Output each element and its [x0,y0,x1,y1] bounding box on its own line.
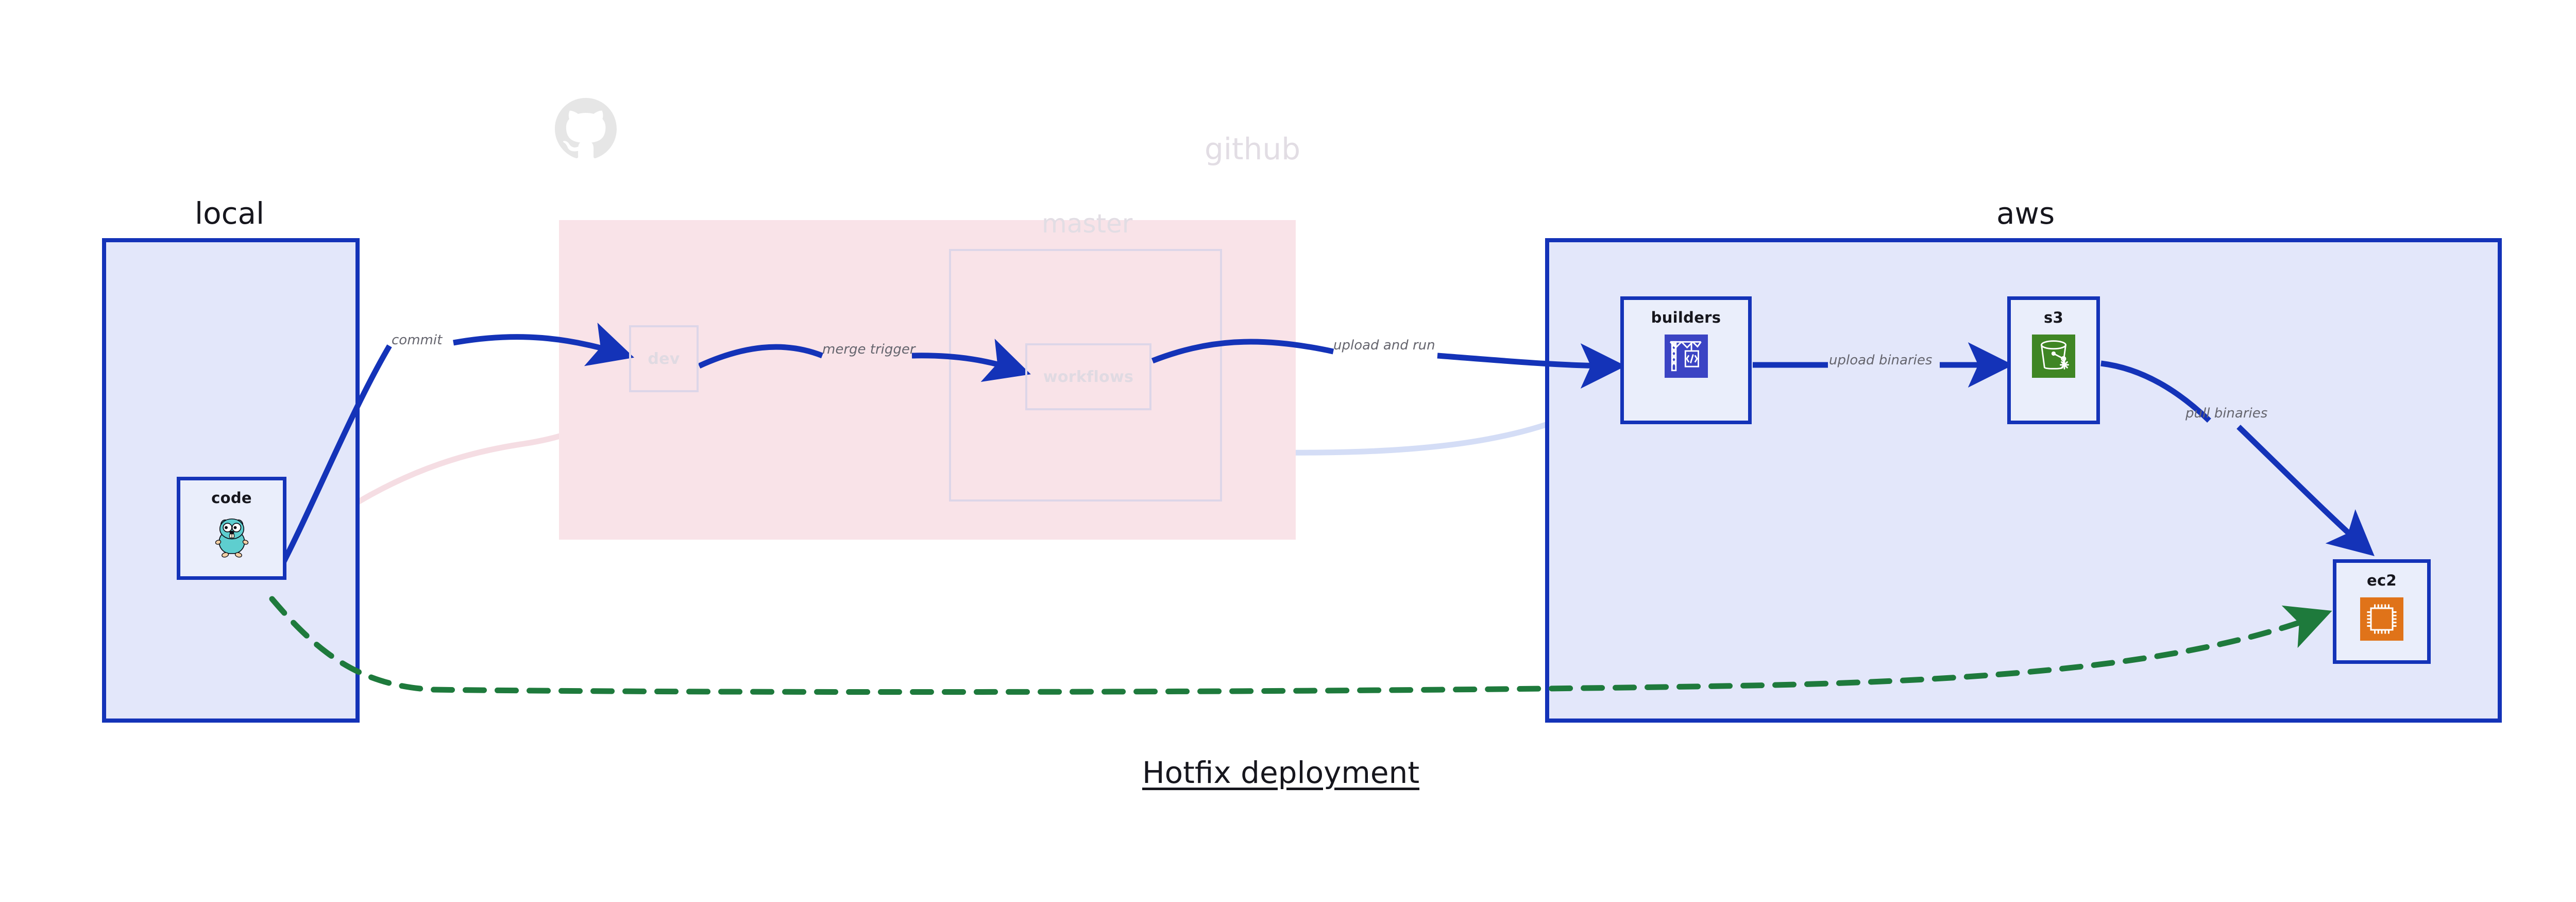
aws-s3-bucket-glacier-icon [2032,335,2075,378]
github-octocat-icon [555,98,617,159]
node-code[interactable]: code [177,477,286,580]
node-s3[interactable]: s3 [2007,296,2100,424]
node-ec2-label: ec2 [2367,572,2397,589]
node-code-label: code [211,489,252,507]
edge-label-merge-trigger: merge trigger [822,342,916,357]
go-gopher-icon [215,518,248,558]
edge-label-upload-binaries: upload binaries [1829,353,1933,368]
node-s3-label: s3 [2043,309,2064,326]
node-workflows-label: workflows [1043,368,1134,386]
node-ec2[interactable]: ec2 [2333,559,2431,664]
zone-title-master: master [1042,209,1133,239]
edge-label-upload-and-run: upload and run [1333,338,1435,353]
zone-title-aws: aws [1996,196,2055,231]
node-builders-label: builders [1651,309,1721,326]
node-builders[interactable]: builders [1620,296,1752,424]
zone-title-github: github [1205,131,1301,166]
aws-codebuild-crane-icon [1664,335,1708,378]
zone-title-local: local [195,196,265,231]
diagram-title: Hotfix deployment [1142,755,1420,790]
edge-label-commit: commit [392,332,443,348]
edge-label-pull-binaries: pull binaries [2185,406,2268,421]
node-workflows[interactable]: workflows [1025,343,1151,410]
node-dev[interactable]: dev [629,325,699,392]
zone-master [949,249,1222,502]
aws-ec2-chip-icon [2360,597,2403,641]
node-dev-label: dev [648,349,680,368]
